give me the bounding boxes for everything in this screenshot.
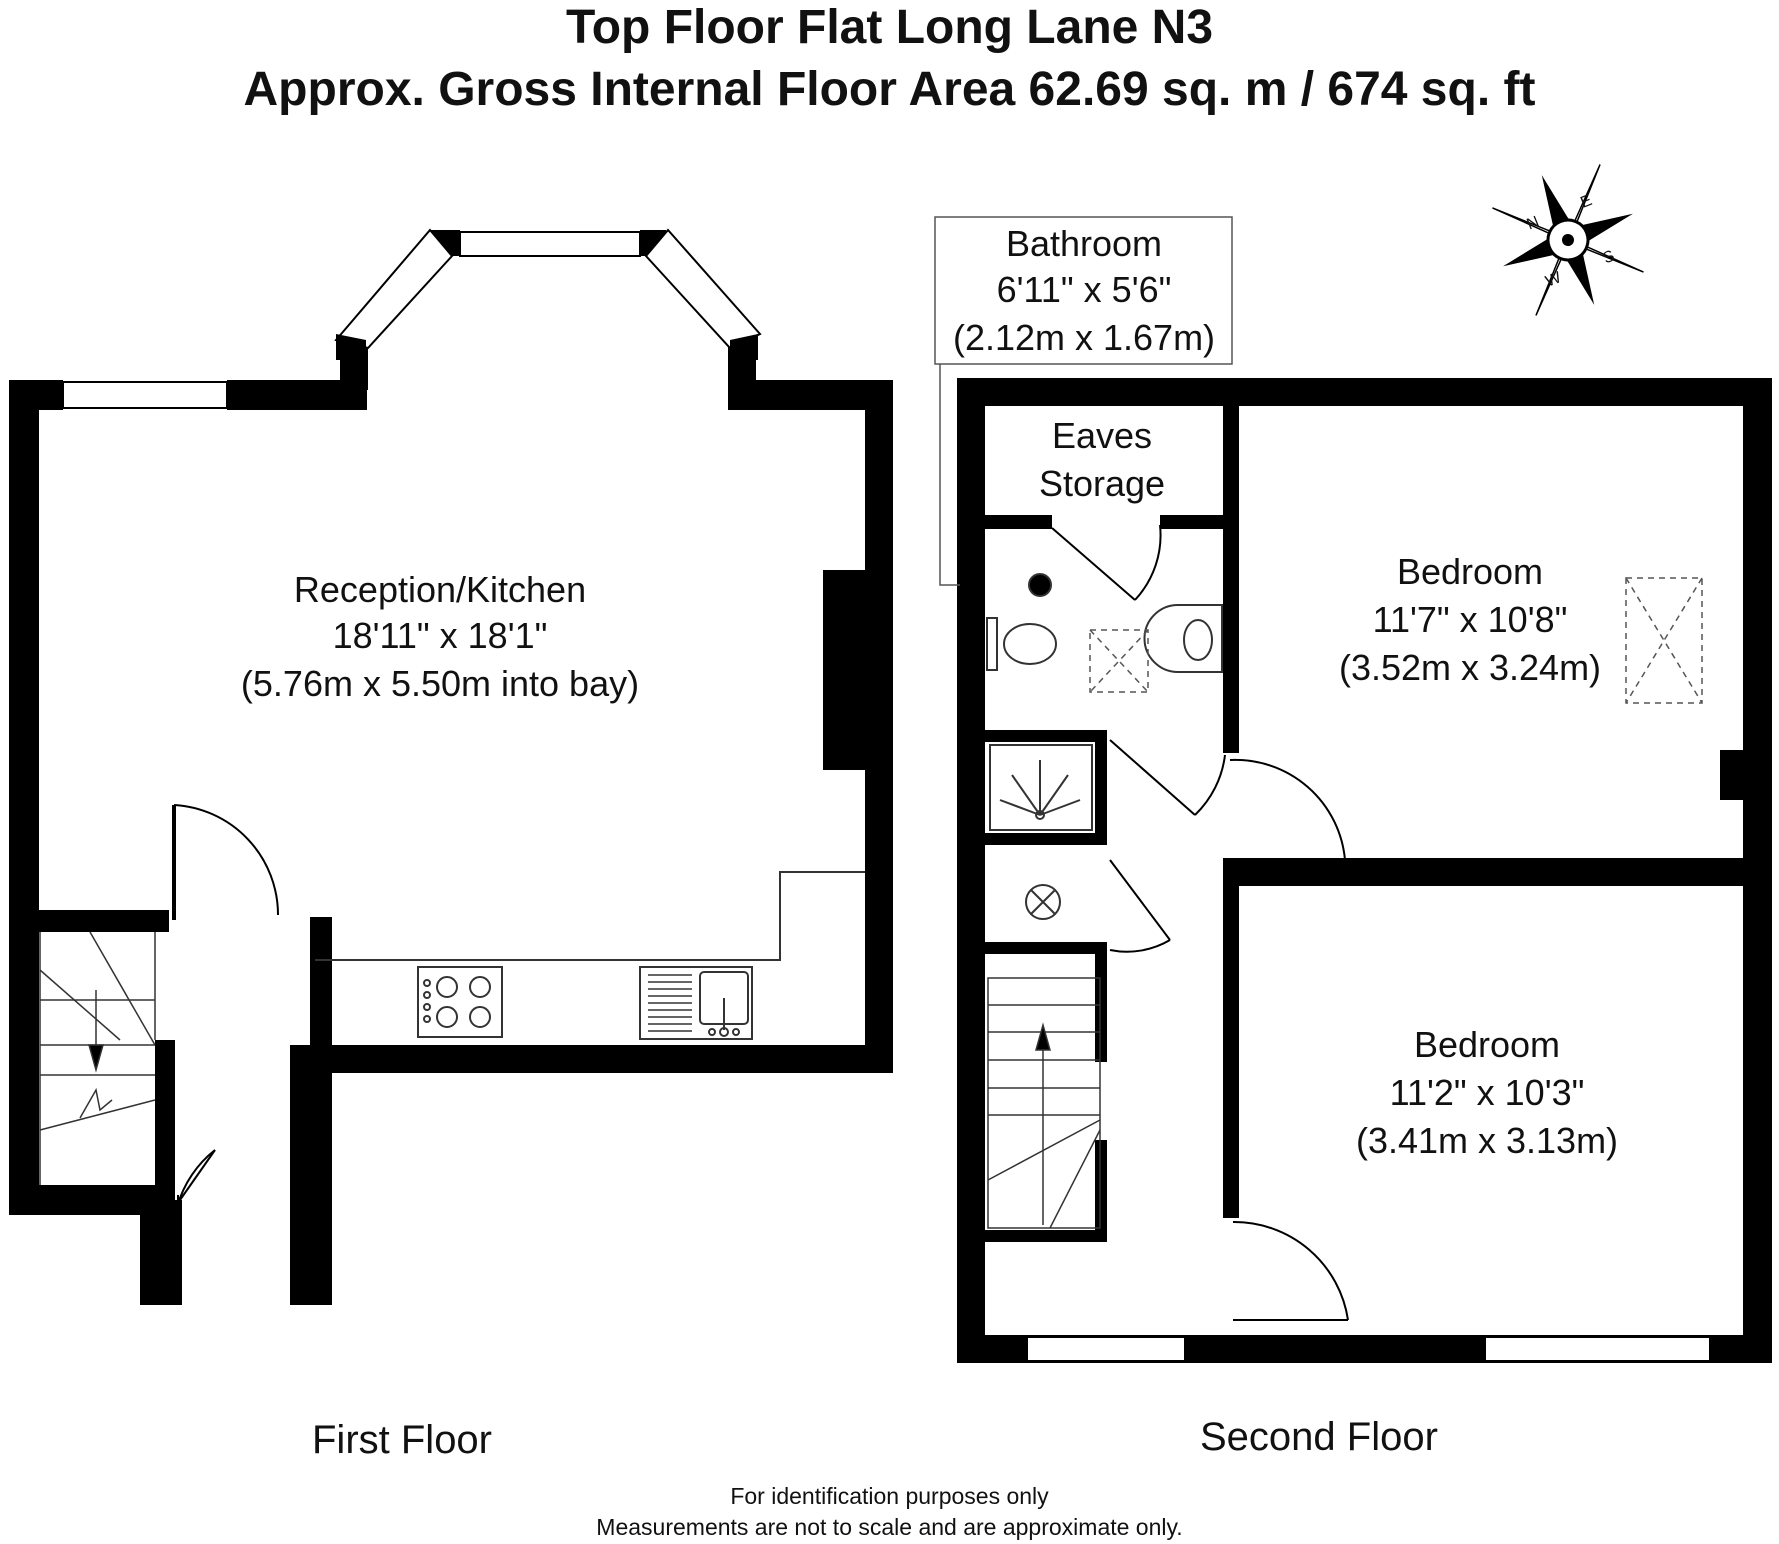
disclaimer-measurements: Measurements are not to scale and are ap… — [596, 1514, 1183, 1540]
storage-label: Storage — [1039, 463, 1165, 504]
disclaimer-identification: For identification purposes only — [730, 1483, 1049, 1509]
bathroom-size-imperial: 6'11" x 5'6" — [997, 269, 1172, 310]
bedroom1-size-metric: (3.52m x 3.24m) — [1339, 647, 1601, 688]
first-floor-stairs — [39, 931, 156, 1185]
bathroom-size-metric: (2.12m x 1.67m) — [953, 317, 1215, 358]
eaves-door — [1051, 524, 1162, 601]
compass-n: N — [1524, 213, 1541, 233]
eaves-label: Eaves — [1052, 415, 1152, 456]
reception-door — [173, 804, 280, 916]
second-floor-windows — [1026, 1336, 1711, 1362]
cylinder-icon — [1025, 884, 1061, 920]
bathroom-fixtures — [986, 573, 1223, 831]
bedroom2-name: Bedroom — [1414, 1024, 1560, 1065]
bedroom1-size-imperial: 11'7" x 10'8" — [1373, 599, 1568, 640]
plan-title: Top Floor Flat Long Lane N3 — [565, 1, 1214, 54]
compass-w: W — [1543, 269, 1564, 291]
second-floor-walls — [957, 378, 1772, 1363]
second-floor-label: Second Floor — [1200, 1415, 1438, 1459]
floor-area-subtitle: Approx. Gross Internal Floor Area 62.69 … — [243, 63, 1536, 116]
bedroom1-name: Bedroom — [1397, 551, 1543, 592]
bay-window — [334, 228, 762, 360]
first-floor-plan — [9, 228, 893, 1305]
skylights — [1089, 577, 1703, 704]
compass-rose: N E S W — [1492, 164, 1644, 316]
reception-size-metric: (5.76m x 5.50m into bay) — [241, 663, 639, 704]
first-floor-walls — [9, 340, 893, 1305]
bedroom2-size-metric: (3.41m x 3.13m) — [1356, 1120, 1618, 1161]
first-floor-label: First Floor — [312, 1418, 492, 1462]
shower-tray — [989, 744, 1093, 831]
pipe-icon — [1028, 573, 1052, 597]
hob — [417, 966, 503, 1038]
bathroom-label-box — [934, 216, 1233, 586]
room-labels: Reception/Kitchen 18'11" x 18'1" (5.76m … — [241, 223, 1618, 1161]
compass-s: S — [1601, 248, 1617, 268]
second-floor-stairs — [987, 977, 1101, 1229]
bathroom-door — [1109, 739, 1226, 816]
bedroom1-door — [1229, 758, 1346, 861]
sink — [639, 966, 753, 1040]
bedroom2-door — [1232, 1220, 1349, 1321]
reception-name: Reception/Kitchen — [294, 569, 586, 610]
entrance-door — [172, 1149, 216, 1276]
bedroom2-size-imperial: 11'2" x 10'3" — [1390, 1072, 1585, 1113]
first-floor-windows — [62, 231, 641, 409]
cupboard-door — [1109, 859, 1171, 953]
kitchen-counter — [315, 871, 865, 1040]
second-floor-plan — [934, 216, 1772, 1363]
sink-drainer — [648, 974, 692, 1032]
bathroom-name: Bathroom — [1006, 223, 1162, 264]
reception-size-imperial: 18'11" x 18'1" — [333, 615, 548, 656]
